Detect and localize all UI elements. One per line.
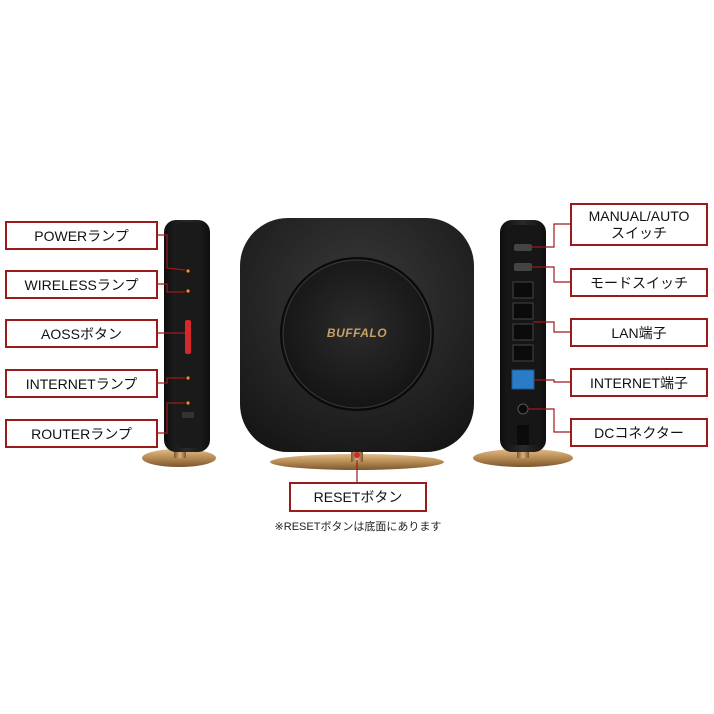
internet-lamp-label: INTERNETランプ (5, 369, 158, 398)
manual-auto-switch-icon[interactable] (514, 244, 532, 251)
power-lamp-label: POWERランプ (5, 221, 158, 250)
router-lamp-icon (186, 401, 190, 405)
wireless-lamp-icon (186, 289, 190, 293)
internet-port-label: INTERNET端子 (570, 368, 708, 397)
reset-button-icon[interactable] (354, 452, 360, 458)
mode-switch-label: モードスイッチ (570, 268, 708, 297)
aoss-button-icon[interactable] (185, 320, 191, 354)
dc-connector-icon (517, 403, 529, 415)
aoss-button-label: AOSSボタン (5, 319, 158, 348)
buffalo-logo: BUFFALO (326, 326, 388, 340)
lan-ports (512, 281, 534, 362)
reset-note: ※RESETボタンは底面にあります (274, 521, 442, 533)
wireless-lamp-label: WIRELESSランプ (5, 270, 158, 299)
dc-connector-label: DCコネクター (570, 418, 708, 447)
internet-port-icon (511, 369, 535, 390)
router-side-view-left (142, 220, 216, 467)
lan-port-label: LAN端子 (570, 318, 708, 347)
manual-auto-switch-label: MANUAL/AUTO スイッチ (570, 203, 708, 246)
router-back-view-right (473, 220, 573, 467)
internet-lamp-icon (186, 376, 190, 380)
manual-auto-line2: スイッチ (611, 224, 667, 241)
router-front-view (240, 218, 474, 470)
mode-switch-icon[interactable] (514, 263, 532, 271)
reset-button-label: RESETボタン (289, 482, 427, 512)
manual-auto-line1: MANUAL/AUTO (588, 207, 690, 224)
power-lamp-icon (186, 269, 190, 273)
router-lamp-label: ROUTERランプ (5, 419, 158, 448)
leader-lines (158, 223, 570, 482)
